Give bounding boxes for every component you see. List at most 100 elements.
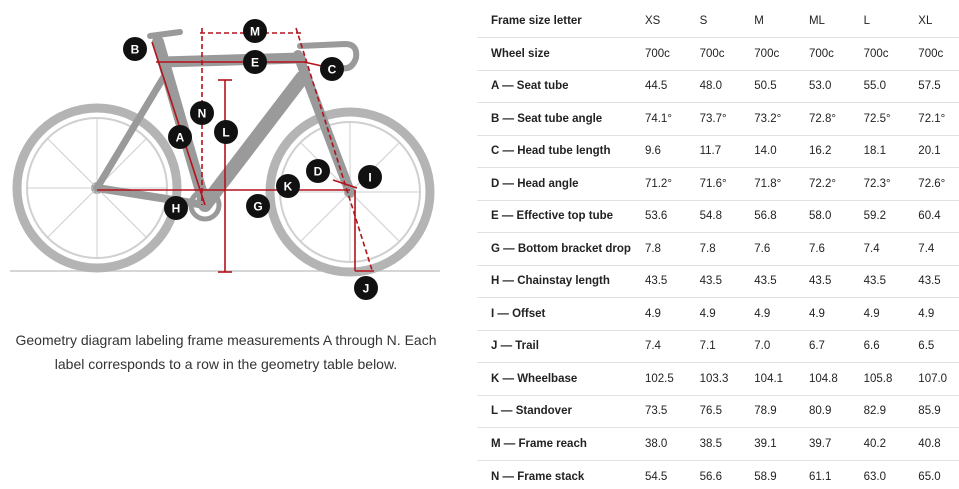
marker-h-label: H [172, 202, 181, 216]
table-cell: 39.7 [794, 427, 850, 461]
table-cell: 85.9 [904, 395, 959, 428]
row-label: H — Chainstay length [477, 265, 631, 298]
marker-c-label: C [328, 63, 337, 77]
table-cell: 72.6° [904, 167, 959, 201]
table-cell: 73.5 [630, 395, 686, 428]
marker-c: C [320, 57, 344, 81]
table-cell: 4.9 [849, 297, 905, 331]
table-cell: 20.1 [904, 135, 959, 168]
table-cell: 700c [685, 37, 741, 71]
table-cell: 700c [794, 37, 850, 71]
marker-l: L [214, 120, 238, 144]
table-cell: 55.0 [849, 70, 905, 103]
table-cell: 72.2° [794, 167, 850, 201]
marker-m-label: M [250, 25, 260, 39]
table-cell: 58.9 [754, 470, 777, 483]
table-cell: 56.6 [699, 470, 722, 483]
table-cell: 71.8° [740, 167, 795, 201]
marker-e-label: E [251, 56, 259, 70]
marker-j-label: J [363, 282, 370, 296]
marker-m: M [243, 19, 267, 43]
table-cell: 7.4 [904, 232, 959, 266]
row-label: L — Standover [477, 395, 631, 428]
table-cell: 39.1 [740, 427, 795, 461]
row-label: Wheel size [477, 37, 631, 71]
header-size: S [685, 5, 741, 38]
header-label: Frame size letter [477, 5, 631, 38]
table-cell: 4.9 [904, 297, 959, 331]
row-label: A — Seat tube [477, 70, 631, 103]
table-cell: 7.6 [794, 232, 850, 266]
table-cell: 7.8 [685, 232, 741, 266]
diagram-caption: Geometry diagram labeling frame measurem… [15, 332, 437, 372]
table-cell: 38.5 [685, 427, 741, 461]
table-cell: 4.9 [685, 297, 741, 331]
row-label: M — Frame reach [477, 427, 631, 461]
table-cell: 16.2 [794, 135, 850, 168]
table-cell: 7.4 [630, 330, 686, 363]
row-label: B — Seat tube angle [477, 102, 631, 136]
table-cell: 43.5 [740, 265, 795, 298]
table-cell: 78.9 [740, 395, 795, 428]
header-size: ML [794, 5, 850, 38]
table-cell: 9.6 [630, 135, 686, 168]
table-cell: 72.5° [849, 102, 905, 136]
table-cell: 7.6 [740, 232, 795, 266]
table-cell: 76.5 [685, 395, 741, 428]
table-cell: 50.5 [740, 70, 795, 103]
table-cell: 700c [740, 37, 795, 71]
table-cell: 71.6° [685, 167, 741, 201]
table-cell: 58.0 [794, 200, 850, 233]
table-cell: 700c [849, 37, 905, 71]
marker-g: G [246, 194, 270, 218]
marker-k: K [276, 174, 300, 198]
table-cell: 82.9 [849, 395, 905, 428]
marker-d: D [306, 159, 330, 183]
table-cell: 104.8 [794, 362, 850, 396]
table-cell: 7.1 [685, 330, 741, 363]
table-cell: 6.6 [849, 330, 905, 363]
marker-l-label: L [222, 126, 229, 140]
table-cell: 73.2° [740, 102, 795, 136]
table-cell: 107.0 [904, 362, 959, 396]
marker-a-label: A [176, 131, 185, 145]
bike-frame [93, 29, 360, 222]
table-cell: 65.0 [918, 470, 941, 483]
marker-g-label: G [253, 200, 262, 214]
table-cell: 60.4 [904, 200, 959, 233]
marker-n: N [190, 101, 214, 125]
row-label: N — Frame stack [491, 470, 585, 483]
table-cell: 43.5 [849, 265, 905, 298]
header-size: L [849, 5, 905, 38]
row-label: D — Head angle [477, 167, 631, 201]
table-cell: 43.5 [904, 265, 959, 298]
bike-geometry-diagram: M B E C N A L D I K H G J [10, 19, 440, 300]
table-cell: 53.6 [630, 200, 686, 233]
table-cell: 38.0 [630, 427, 686, 461]
row-label: G — Bottom bracket drop [477, 232, 631, 266]
table-cell: 6.5 [904, 330, 959, 363]
table-cell: 18.1 [849, 135, 905, 168]
table-cell: 43.5 [794, 265, 850, 298]
table-cell: 7.4 [849, 232, 905, 266]
table-cell: 63.0 [863, 470, 887, 483]
table-cell: 54.5 [644, 470, 668, 483]
geometry-diagram-panel: M B E C N A L D I K H G J Geometry diagr… [0, 0, 460, 489]
table-cell: 56.8 [740, 200, 795, 233]
table-cell: 48.0 [685, 70, 741, 103]
table-cell: 72.8° [794, 102, 850, 136]
header-size: M [740, 5, 795, 38]
table-cell: 40.2 [849, 427, 905, 461]
table-cell: 72.1° [904, 102, 959, 136]
geometry-table-body: Frame size letter XS S M ML L XL Wheel s… [477, 5, 959, 489]
